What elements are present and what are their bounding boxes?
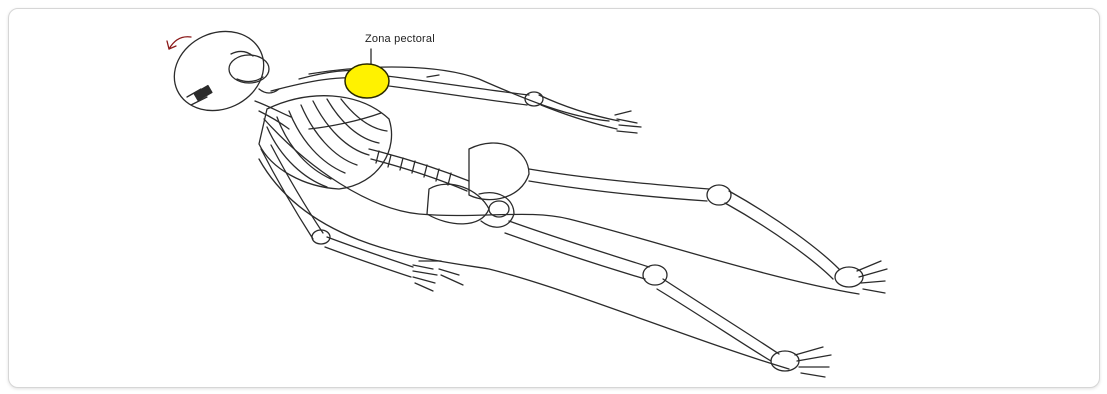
skull bbox=[161, 17, 279, 125]
arm-upper bbox=[379, 75, 641, 133]
ribcage bbox=[259, 96, 392, 189]
neck bbox=[255, 101, 291, 129]
leg-upper bbox=[529, 169, 887, 293]
zona-pectoral-label: Zona pectoral bbox=[365, 33, 435, 45]
image-frame: Zona pectoral bbox=[8, 8, 1100, 388]
pectoral-marker bbox=[345, 64, 389, 98]
label-tick bbox=[427, 75, 439, 77]
skeleton-figure bbox=[9, 9, 1099, 387]
leg-lower bbox=[505, 221, 831, 377]
arm-lower bbox=[261, 145, 463, 291]
